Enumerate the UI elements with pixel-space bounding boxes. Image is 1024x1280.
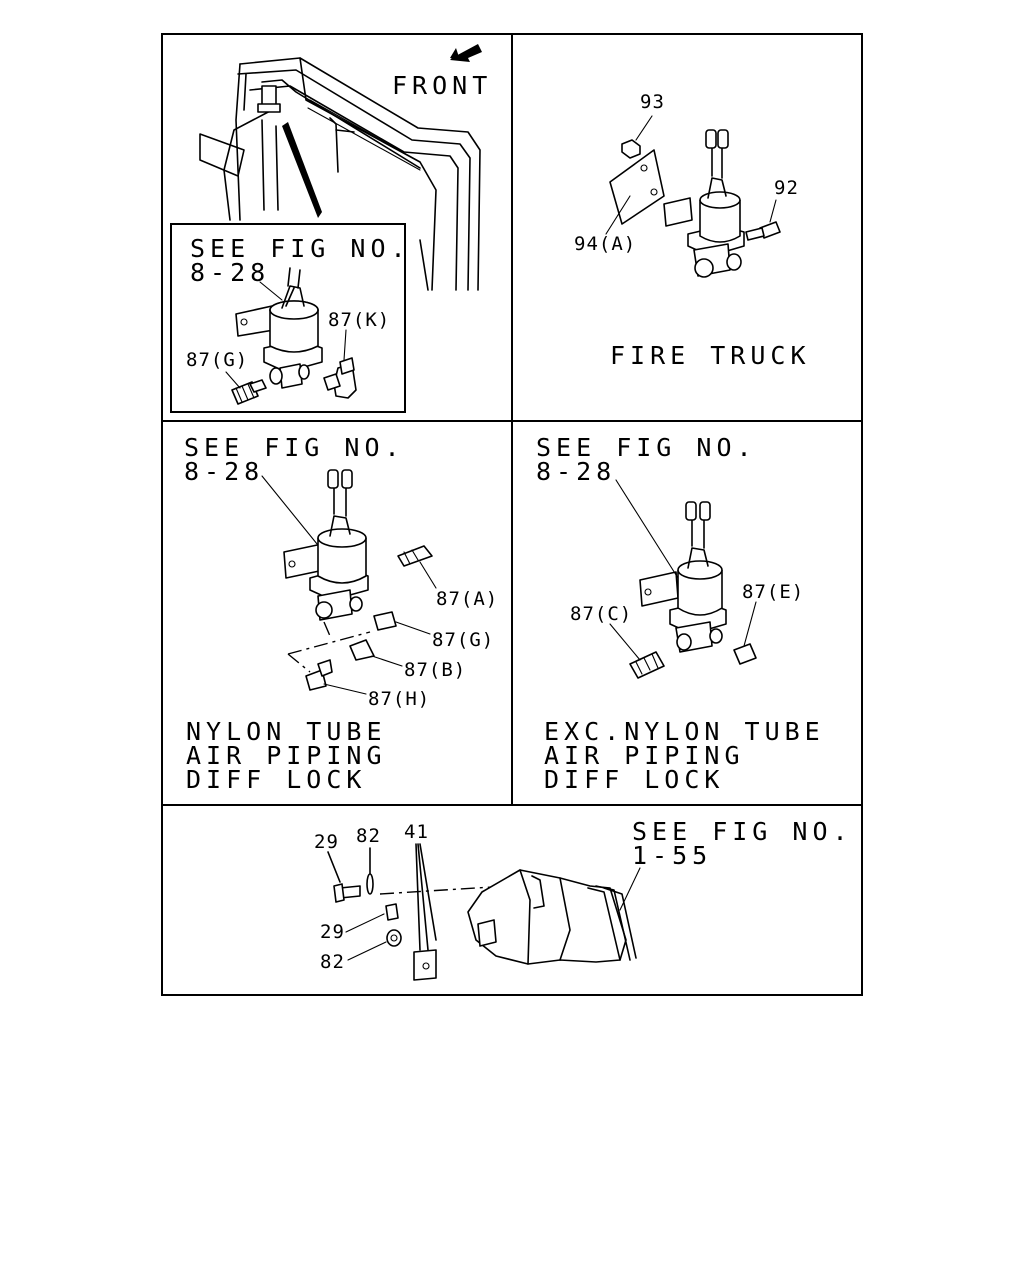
caption-fire-truck: FIRE TRUCK: [610, 341, 811, 370]
callout-29: 29: [320, 921, 345, 943]
see-fig-number: 1-55: [632, 841, 712, 870]
callout-82: 82: [320, 951, 345, 973]
callout-94a: 94(A): [574, 233, 636, 255]
leader-line: [395, 621, 431, 635]
see-fig-number: 8-28: [190, 258, 270, 287]
panel-mid-right: SEE FIG NO. 8-28 87(C) 87(E) EXC.NYLON T: [536, 433, 825, 794]
cab-frame-drawing: [199, 57, 481, 291]
diagram-frame: [161, 33, 863, 996]
panel-bottom: 29 82 41 29 82 SEE FIG NO. 1-55: [314, 817, 853, 981]
leader-line: [259, 281, 283, 301]
inset-box: [170, 223, 406, 413]
caption-line: DIFF LOCK: [544, 765, 724, 794]
panel-top-left: FRONT SEE FIG NO. 8-28: [170, 44, 492, 413]
see-fig-number: 8-28: [536, 457, 616, 486]
callout-87c: 87(C): [570, 603, 632, 625]
leader-line: [615, 479, 679, 579]
front-label: FRONT: [392, 71, 492, 100]
caption-line: AIR PIPING: [186, 741, 387, 770]
callout-93: 93: [640, 91, 665, 113]
callout-82: 82: [356, 825, 381, 847]
leader-line: [743, 601, 757, 647]
see-fig-label: SEE FIG NO.: [190, 234, 411, 263]
leader-line: [371, 655, 403, 667]
leader-line: [343, 329, 347, 361]
solenoid-valve-drawing: [283, 469, 433, 691]
panel-mid-left: SEE FIG NO. 8-28: [184, 433, 498, 794]
leader-line: [225, 371, 241, 389]
callout-87b: 87(B): [404, 659, 466, 681]
caption-line: NYLON TUBE: [186, 717, 387, 746]
callout-29: 29: [314, 831, 339, 853]
see-fig-number: 8-28: [184, 457, 264, 486]
leader-line: [619, 867, 641, 911]
callout-87k: 87(K): [328, 309, 390, 331]
caption-line: AIR PIPING: [544, 741, 745, 770]
solenoid-valve-drawing: [231, 267, 357, 405]
caption-line: DIFF LOCK: [186, 765, 366, 794]
callout-87e: 87(E): [742, 581, 804, 603]
callout-92: 92: [774, 177, 799, 199]
caption-line: EXC.NYLON TUBE: [544, 717, 825, 746]
callout-87h: 87(H): [368, 688, 430, 710]
solenoid-valve-drawing: [629, 501, 757, 679]
leader-line: [635, 115, 653, 141]
see-fig-label: SEE FIG NO.: [184, 433, 405, 462]
leader-line: [323, 683, 367, 695]
panel-top-right: 93 92 94(A) FIRE: [574, 91, 811, 370]
front-arrow-icon: [450, 44, 482, 62]
leader-line: [769, 199, 777, 223]
bracket-mount-drawing: [327, 843, 637, 981]
leader-line: [419, 561, 437, 589]
callout-41: 41: [404, 821, 429, 843]
tube-path: [287, 621, 371, 673]
leader-line: [609, 623, 641, 661]
callout-87g: 87(G): [432, 629, 494, 651]
fire-truck-valve-drawing: [609, 129, 781, 278]
see-fig-label: SEE FIG NO.: [632, 817, 853, 846]
see-fig-label: SEE FIG NO.: [536, 433, 757, 462]
leader-line: [605, 195, 631, 235]
callout-87g: 87(G): [186, 349, 248, 371]
callout-87a: 87(A): [436, 588, 498, 610]
